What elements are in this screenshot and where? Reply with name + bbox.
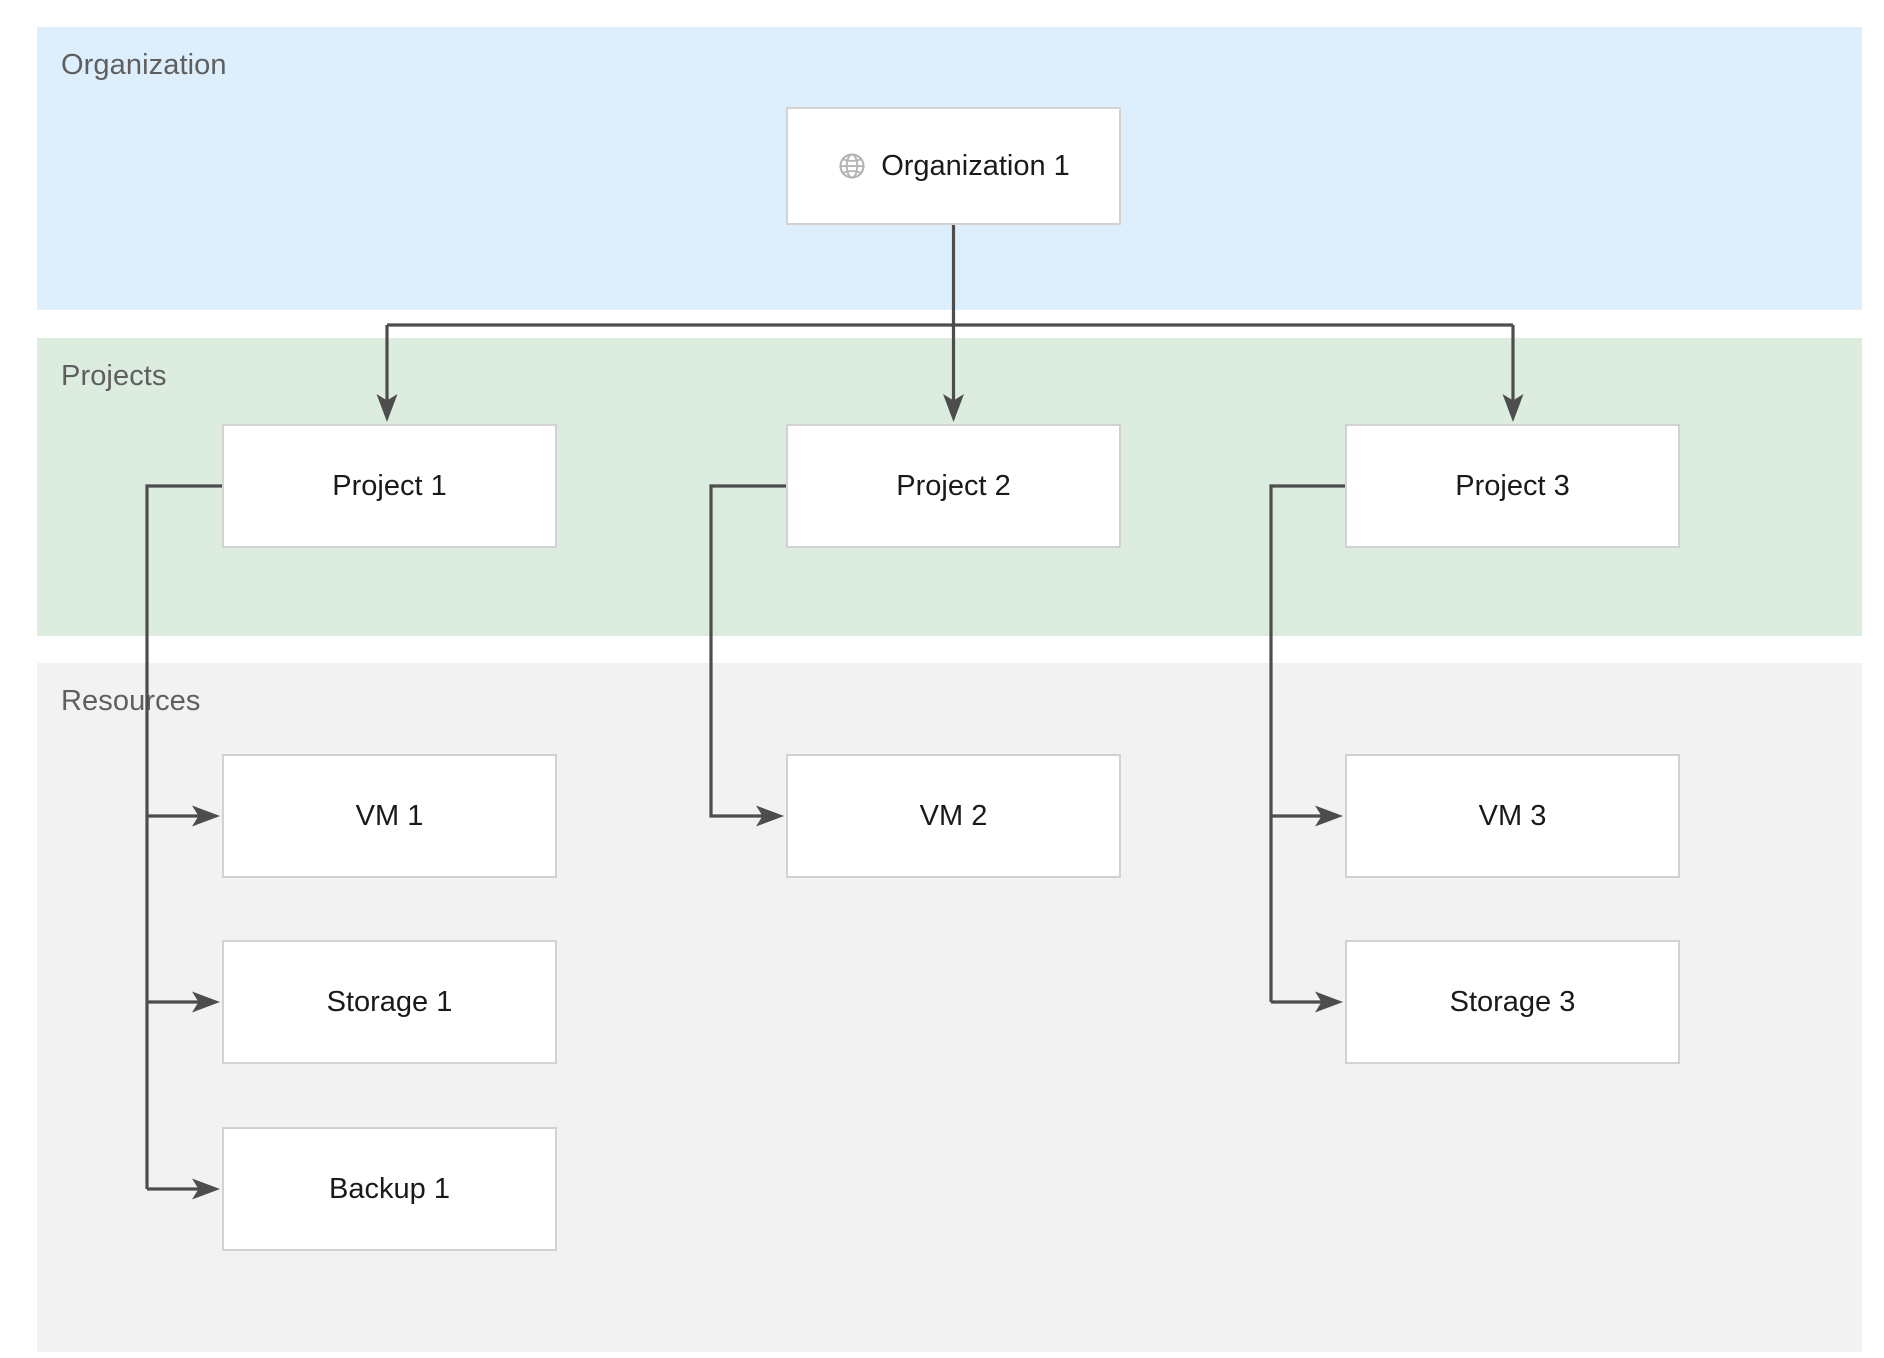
node-label-project-2: Project 2 — [896, 469, 1011, 502]
node-organization-1[interactable]: Organization 1 — [786, 107, 1121, 225]
node-label-vm-3: VM 3 — [1478, 799, 1547, 832]
globe-icon — [839, 153, 865, 179]
node-vm-3[interactable]: VM 3 — [1345, 754, 1680, 878]
node-backup-1[interactable]: Backup 1 — [222, 1127, 557, 1251]
node-label-organization-1: Organization 1 — [881, 149, 1070, 182]
node-storage-3[interactable]: Storage 3 — [1345, 940, 1680, 1064]
node-label-backup-1: Backup 1 — [329, 1172, 450, 1205]
swimlane-label-resources: Resources — [61, 685, 201, 717]
node-label-storage-1: Storage 1 — [326, 985, 453, 1018]
node-vm-1[interactable]: VM 1 — [222, 754, 557, 878]
node-storage-1[interactable]: Storage 1 — [222, 940, 557, 1064]
swimlane-label-organization: Organization — [61, 49, 227, 81]
node-label-project-1: Project 1 — [332, 469, 447, 502]
node-label-vm-2: VM 2 — [919, 799, 988, 832]
node-label-storage-3: Storage 3 — [1449, 985, 1576, 1018]
swimlane-label-projects: Projects — [61, 360, 167, 392]
node-label-vm-1: VM 1 — [355, 799, 424, 832]
node-vm-2[interactable]: VM 2 — [786, 754, 1121, 878]
node-label-project-3: Project 3 — [1455, 469, 1570, 502]
node-project-3[interactable]: Project 3 — [1345, 424, 1680, 548]
node-project-2[interactable]: Project 2 — [786, 424, 1121, 548]
node-project-1[interactable]: Project 1 — [222, 424, 557, 548]
